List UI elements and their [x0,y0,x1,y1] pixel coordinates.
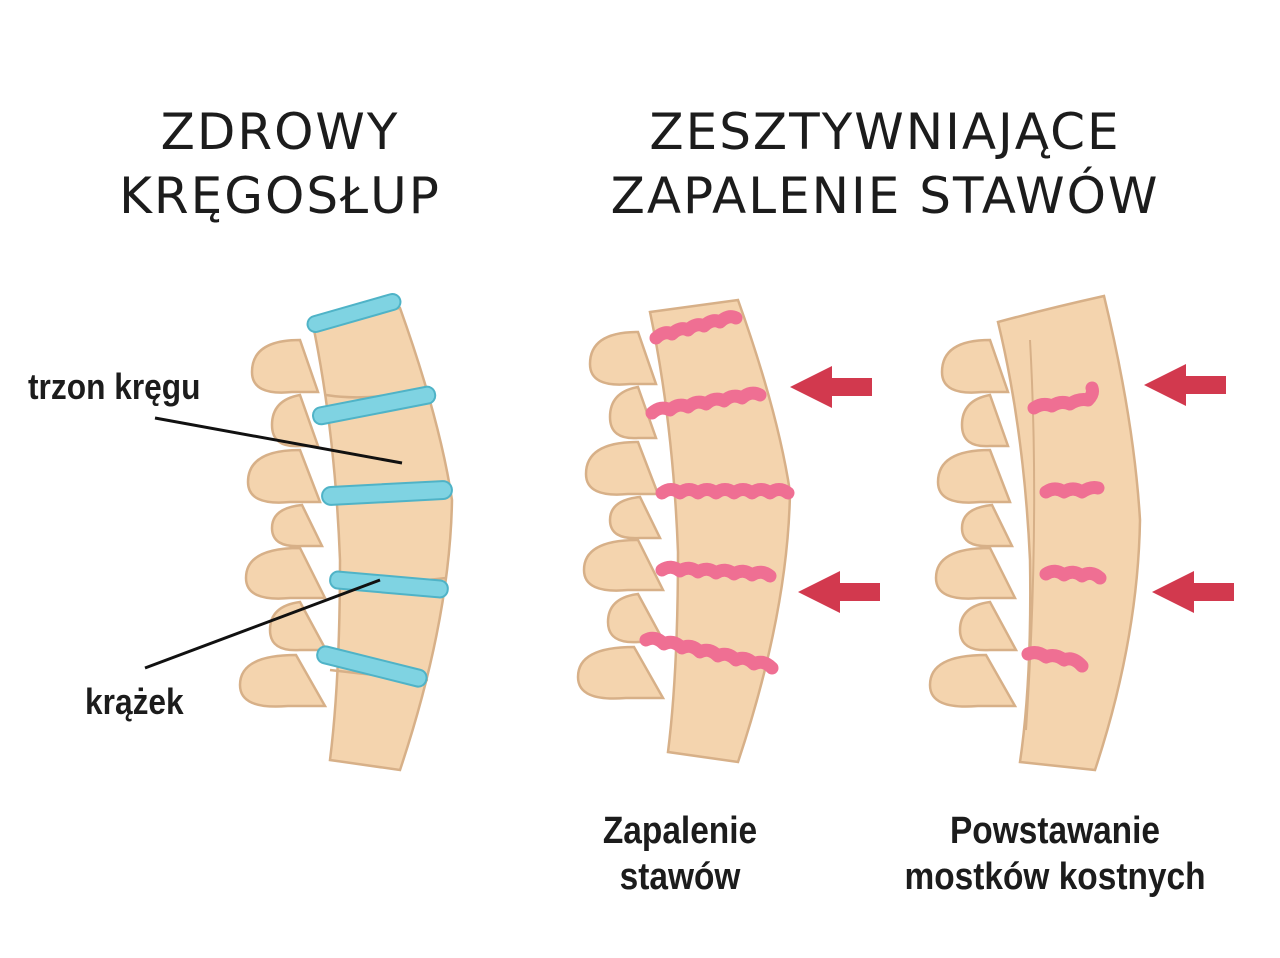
healthy-disc-4 [329,570,449,599]
arrow-left-icon [798,571,880,613]
caption-bridges-line-1: Powstawanie [949,810,1160,852]
label-line-disc [144,578,381,670]
inflamed-spine [576,298,880,764]
title-as-line-1: ZESZTYWNIAJĄCE [649,103,1121,161]
bony-bridge-4 [1021,646,1089,673]
bony-bridge-1 [1027,381,1099,415]
caption-inflammation-line-1: Zapalenie [602,810,758,852]
caption-bridges-line-2: mostków kostnych [904,856,1206,898]
fused-spine [928,294,1234,772]
healthy-disc-1 [306,292,402,334]
inflamed-disc-4 [655,560,777,583]
title-healthy-line-2: KRĘGOSŁUP [119,167,441,225]
label-vertebral-body: trzon kręgu [28,366,201,407]
arrow-left-icon [1152,571,1234,613]
caption-joint-inflammation: Zapalenie stawów [574,808,785,900]
caption-bony-bridges: Powstawanie mostków kostnych [875,808,1236,900]
caption-inflammation-line-2: stawów [619,856,741,898]
healthy-spine [144,292,454,772]
inflamed-disc-3 [655,483,795,500]
bony-bridge-2 [1039,481,1105,499]
healthy-disc-5 [316,645,428,688]
arrow-left-icon [790,366,872,408]
bony-bridge-3 [1039,564,1107,585]
title-healthy-spine: ZDROWY KRĘGOSŁUP [70,100,490,228]
inflamed-disc-2 [645,386,767,420]
inflamed-disc-1 [649,310,743,345]
label-disc: krążek [85,681,184,722]
title-healthy-line-1: ZDROWY [160,103,400,161]
inflamed-disc-5 [639,631,779,675]
healthy-disc-3 [321,480,453,506]
healthy-disc-2 [311,385,437,426]
label-line-vertebral-body [154,416,403,465]
title-as-line-2: ZAPALENIE STAWÓW [610,167,1160,225]
arrow-left-icon [1144,364,1226,406]
title-ankylosing-spondylitis: ZESZTYWNIAJĄCE ZAPALENIE STAWÓW [560,100,1210,228]
